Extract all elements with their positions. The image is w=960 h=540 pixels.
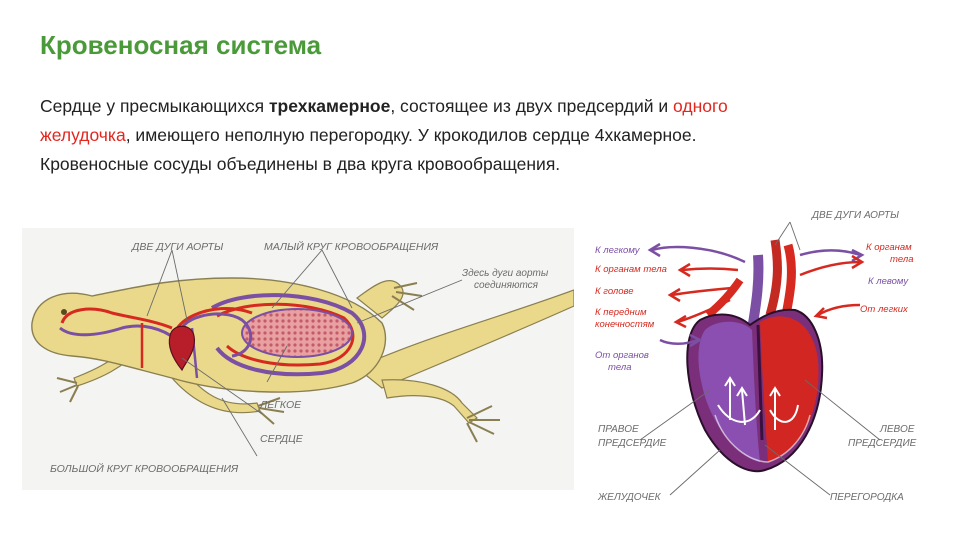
lizard-heart (168, 325, 196, 372)
slide-title: Кровеносная система (40, 30, 322, 60)
systemic-vein-loop (210, 293, 367, 377)
description-paragraph: Сердце у пресмыкающихся трехкамерное, со… (40, 92, 920, 179)
red-flow-arrows (667, 254, 865, 329)
heart-label-to-forelimbs-2: конечностям (595, 319, 655, 330)
heart-label-two-aortic-arches: ДВЕ ДУГИ АОРТЫ (811, 210, 899, 221)
text-red-one: одного (673, 96, 728, 116)
label-arches-join-2: соединяются (474, 280, 539, 291)
pulmonary-trunk (747, 254, 764, 331)
text-part-3: , имеющего неполную перегородку. У кроко… (125, 125, 697, 145)
text-part-4: Кровеносные сосуды объединены в два круг… (40, 154, 561, 174)
lung (241, 308, 353, 358)
heart-label-left-atrium-2: ПРЕДСЕРДИЕ (848, 438, 917, 449)
text-part-2: , состоящее из двух предсердий и (390, 96, 674, 116)
text-red-ventricle: желудочка (40, 125, 126, 145)
pulmonary-vein (179, 312, 253, 358)
heart-label-to-body-organs: К органам тела (595, 264, 667, 275)
right-aortic-arch (765, 239, 782, 317)
leader-lines (146, 249, 463, 457)
heart-label-left-atrium-1: ЛЕВОЕ (879, 424, 915, 435)
left-atrium-region (760, 316, 819, 462)
heart-label-right-atrium-2: ПРЕДСЕРДИЕ (598, 438, 667, 449)
text-bold-term: трехкамерное (268, 96, 391, 116)
heart-label-to-forelimbs-1: К передним (595, 307, 647, 318)
heart-leader-lines (639, 221, 881, 496)
heart-label-from-body-1: От органов (595, 350, 649, 361)
label-arches-join-1: Здесь дуги аорты (462, 268, 549, 279)
text-part-1: Сердце у пресмыкающихся (40, 96, 269, 116)
label-heart: СЕРДЦЕ (260, 433, 304, 445)
heart-label-from-body-2: тела (608, 362, 632, 373)
heart-label-septum: ПЕРЕГОРОДКА (830, 492, 904, 503)
fore-foot-toes (56, 377, 285, 425)
heart-label-to-organs-right-1: К органам (866, 242, 912, 253)
heart-label-to-organs-right-2: тела (890, 254, 914, 265)
lizard-circulation-diagram: ДВЕ ДУГИ АОРТЫ МАЛЫЙ КРУГ КРОВООБРАЩЕНИЯ… (22, 228, 574, 490)
heart-label-to-lung: К легкому (595, 245, 641, 256)
head-artery-branch (705, 277, 744, 319)
label-systemic-circuit: БОЛЬШОЙ КРУГ КРОВООБРАЩЕНИЯ (50, 462, 239, 475)
septum-line (756, 324, 764, 441)
heart-label-ventricle: ЖЕЛУДОЧЕК (597, 492, 662, 503)
head-vein (59, 324, 178, 342)
heart-label-to-left: К левому (868, 276, 909, 287)
lizard-eye (61, 309, 67, 315)
head-artery (60, 307, 173, 330)
label-lung: ЛЕГКОЕ (259, 399, 302, 411)
label-pulmonary-circuit: МАЛЫЙ КРУГ КРОВООБРАЩЕНИЯ (264, 240, 439, 253)
ventricle-wall (714, 414, 811, 463)
lizard-tail (355, 289, 574, 389)
hind-foot-toes (391, 282, 500, 443)
purple-flow-arrows (647, 242, 865, 348)
heart-label-to-head: К голове (595, 286, 634, 297)
heart-label-from-lungs: От легких (860, 304, 909, 315)
reptile-heart-diagram: ДВЕ ДУГИ АОРТЫ ПРАВОЕ ПРЕДСЕРДИЕ ЛЕВОЕ П… (595, 210, 917, 503)
label-two-aortic-arches: ДВЕ ДУГИ АОРТЫ (131, 241, 224, 253)
blood-flow-arrows (717, 376, 799, 430)
heart-label-right-atrium-1: ПРАВОЕ (598, 424, 639, 435)
systemic-artery-loop (216, 302, 355, 367)
